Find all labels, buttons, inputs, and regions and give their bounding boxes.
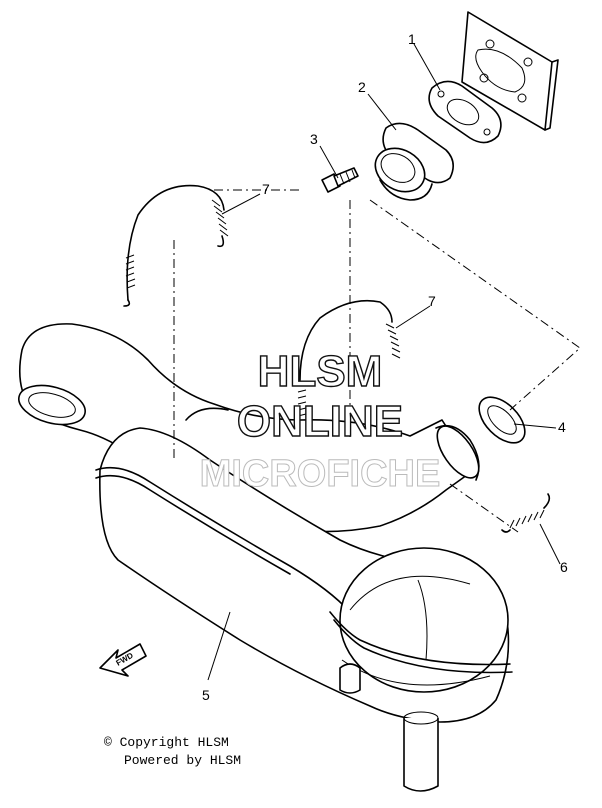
watermark-line-1: HLSM [258, 347, 383, 396]
watermark-line-3: MICROFICHE [200, 453, 441, 495]
muffler-part-5 [95, 427, 513, 792]
forward-arrow-icon: FWD [99, 643, 147, 677]
copyright-line: © Copyright HLSM [104, 735, 229, 750]
callout-2: 2 [358, 79, 366, 95]
callout-5: 5 [202, 687, 210, 703]
assembly-lines [173, 189, 581, 533]
callout-4: 4 [558, 419, 566, 435]
engine-mount-block [461, 11, 559, 131]
leader-lines [207, 43, 561, 681]
spring-part-6 [501, 493, 551, 533]
gasket-part-1 [428, 80, 502, 144]
spring-part-7-lower [297, 299, 401, 417]
callout-7-lower: 7 [428, 293, 436, 309]
spring-part-7-upper [123, 184, 229, 307]
powered-by-line: Powered by HLSM [124, 753, 242, 768]
joint-part-2 [374, 122, 454, 201]
callout-3: 3 [310, 131, 318, 147]
bolt-part-3 [321, 167, 359, 193]
watermark: HLSM ONLINE MICROFICHE [199, 346, 441, 495]
gasket-part-4 [478, 396, 526, 444]
watermark-line-2: ONLINE [237, 397, 403, 446]
callout-6: 6 [560, 559, 568, 575]
callout-1: 1 [408, 31, 416, 47]
callout-7-upper: 7 [262, 181, 270, 197]
exhaust-pipe [18, 323, 480, 533]
